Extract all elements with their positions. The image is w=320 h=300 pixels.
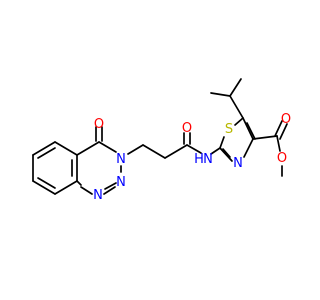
bond <box>54 180 78 195</box>
atom-label-n1: N <box>93 188 103 203</box>
atom-label-thiazole-sulfur: S <box>225 122 233 137</box>
atom-label-carbonyl-oxygen: O <box>94 117 104 132</box>
atom-label-ester-carbonyl-oxygen: O <box>281 112 291 127</box>
bond <box>210 92 231 97</box>
atom-label-n2: N <box>116 175 126 190</box>
bond <box>127 144 144 155</box>
bond <box>103 186 116 195</box>
thiazole-ring <box>219 117 256 162</box>
bond <box>104 182 117 190</box>
bond <box>276 135 281 152</box>
atom-label-amide-oxygen: O <box>182 121 192 136</box>
methyl-ester-group <box>252 120 288 152</box>
bond <box>76 141 100 156</box>
bond <box>37 177 56 189</box>
atom-label-amide-nitrogen: N <box>203 152 213 167</box>
propanamide-chain <box>127 132 221 159</box>
bond <box>210 147 221 155</box>
bond <box>32 180 56 195</box>
benzene-ring <box>32 141 78 195</box>
bond <box>246 122 256 140</box>
triazinone-ring <box>76 126 122 195</box>
bond <box>98 141 117 153</box>
atom-label-n3: N <box>116 152 126 167</box>
bond <box>142 144 166 159</box>
bond <box>274 120 283 137</box>
isopropyl-group <box>210 78 244 119</box>
bond <box>222 148 231 158</box>
bond <box>32 141 56 156</box>
bond <box>219 136 225 149</box>
bond <box>229 95 244 119</box>
atom-label-ester-ether-oxygen: O <box>277 151 287 166</box>
bond <box>229 78 242 97</box>
bond <box>186 144 202 154</box>
bond <box>37 147 56 159</box>
molecule-structure-diagram: O N N N O N H S N O O <box>32 78 291 203</box>
bond <box>219 147 233 162</box>
bond <box>252 135 278 140</box>
bond <box>243 138 254 158</box>
atom-label-thiazole-nitrogen: N <box>233 156 243 171</box>
bond <box>242 117 254 140</box>
bond <box>164 144 188 159</box>
molecule-svg: O N N N O N H S N O O <box>32 78 291 203</box>
bond <box>80 186 93 195</box>
bond <box>279 123 288 140</box>
atom-label-amide-hydrogen: H <box>194 152 204 167</box>
bond <box>54 141 78 156</box>
bond <box>76 180 82 186</box>
bond <box>234 117 244 126</box>
